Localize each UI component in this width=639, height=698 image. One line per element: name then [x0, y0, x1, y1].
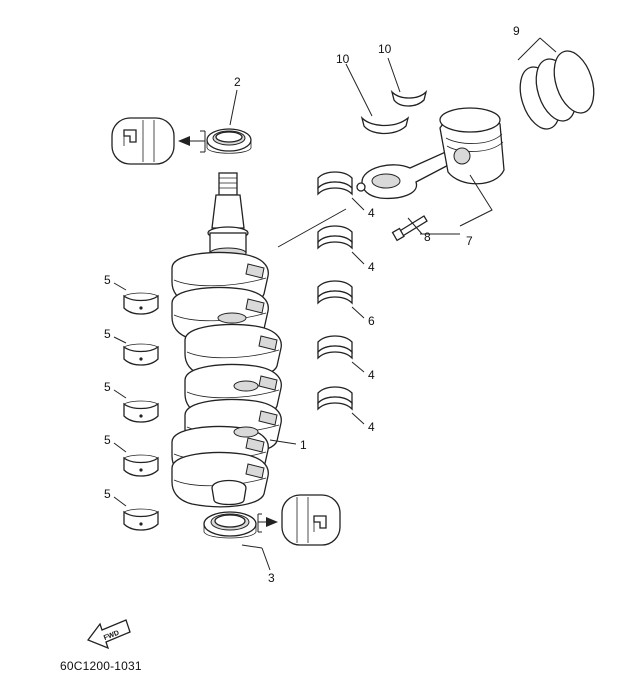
callout-5c: 5 [104, 380, 111, 394]
seal-orientation-inset-upper [111, 117, 206, 165]
piston-pin-clips [360, 89, 428, 135]
main-bearings [113, 282, 159, 531]
crankshaft [171, 172, 282, 508]
callout-4c: 4 [368, 368, 375, 382]
diagram-code: 60C1200-1031 [60, 659, 142, 673]
callout-1: 1 [300, 438, 307, 452]
callout-8: 8 [424, 230, 431, 244]
piston [439, 107, 505, 185]
callout-4d: 4 [368, 420, 375, 434]
con-rod-bolt [391, 215, 428, 242]
callout-4b: 4 [368, 260, 375, 274]
crank-bearings [317, 171, 365, 425]
callout-labels: 1 2 3 4 4 4 4 5 5 5 5 5 6 7 8 9 10 10 [104, 24, 520, 585]
callout-6: 6 [368, 314, 375, 328]
callout-7: 7 [466, 234, 473, 248]
callout-2: 2 [234, 75, 241, 89]
callout-5b: 5 [104, 327, 111, 341]
piston-rings [519, 50, 595, 130]
callout-5a: 5 [104, 273, 111, 287]
callout-5e: 5 [104, 487, 111, 501]
callout-10b: 10 [378, 42, 392, 56]
connecting-rod [356, 149, 460, 200]
fwd-arrow-icon: FWD [86, 619, 131, 650]
callout-4a: 4 [368, 206, 375, 220]
seal-orientation-inset-lower [257, 494, 341, 546]
leader-lines [229, 37, 557, 571]
callout-3: 3 [268, 571, 275, 585]
callout-10a: 10 [336, 52, 350, 66]
callout-5d: 5 [104, 433, 111, 447]
oil-seal-lower [203, 511, 257, 539]
callout-9: 9 [513, 24, 520, 38]
oil-seal-upper [206, 128, 252, 154]
